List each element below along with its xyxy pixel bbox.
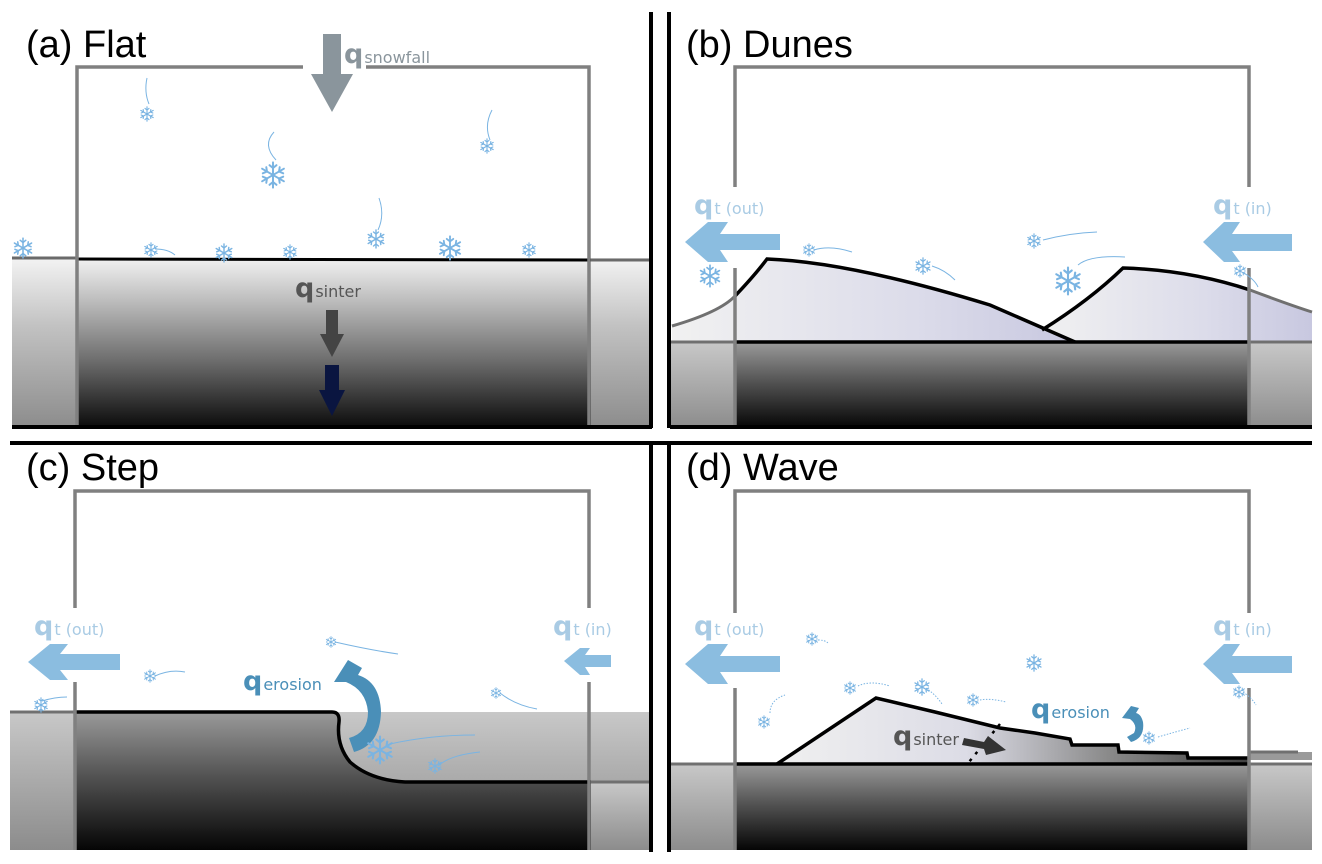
snowflake-icon	[144, 242, 158, 258]
panel-title: (c) Step	[26, 447, 159, 489]
transport-out-label: qt (out)	[694, 611, 764, 642]
snowflake-icon	[1027, 233, 1041, 249]
wave-outline	[776, 696, 1250, 766]
dune-right-outline	[1041, 266, 1251, 332]
sinter-arrow-icon	[962, 736, 1006, 755]
transport-in-arrow-icon	[1203, 644, 1292, 684]
snowflake-icon	[915, 257, 931, 275]
snowflake-icon	[967, 693, 979, 707]
snowflake-icon	[1233, 685, 1245, 699]
snowflake-icon	[140, 106, 154, 122]
panel-title: (a) Flat	[26, 24, 147, 66]
snowflake-icon	[490, 687, 502, 699]
snowflake-icon	[367, 229, 385, 249]
domain-box	[733, 489, 1251, 850]
snowfall-arrow-icon	[311, 34, 353, 112]
transport-out-arrow-icon	[28, 644, 120, 680]
panel-a: (a) Flat qsnowfall qsinter	[12, 12, 653, 429]
snowflake-icon	[480, 138, 494, 154]
transport-out-arrow-icon	[685, 644, 780, 684]
dune-outline-outside	[671, 294, 737, 328]
sinter-label: qsinter	[295, 273, 361, 304]
panel-c: (c) Step qt (out) qt (in) qerosion	[10, 443, 653, 852]
erosion-label: qerosion	[243, 666, 322, 697]
sinter-arrow-icon	[320, 310, 344, 357]
snowflake-icon	[844, 681, 856, 695]
snowflake-icon	[758, 715, 770, 729]
snowflake-icon	[13, 237, 33, 259]
dune-left-outline	[733, 257, 1076, 344]
transport-in-label: qt (in)	[1213, 611, 1272, 642]
snowflake-icon	[144, 669, 156, 683]
snowflake-icon	[325, 636, 337, 648]
transport-in-label: qt (in)	[1213, 190, 1272, 221]
step-surface-line	[75, 710, 591, 784]
snowflake-icon	[1055, 266, 1081, 296]
snowflake-icon	[1143, 731, 1155, 745]
snowflake-trails	[813, 231, 1259, 288]
densification-arrow-icon	[319, 365, 345, 416]
wave-bedform-outside	[1250, 752, 1312, 760]
snowpack	[735, 342, 1250, 428]
snowflake-icon	[438, 235, 462, 261]
snowflake-icon	[261, 161, 285, 189]
domain-box	[733, 65, 1251, 428]
panel-d: (d) Wave qt (out) qt (in) qerosion qsint…	[667, 443, 1312, 852]
snowflake-icon	[283, 244, 297, 260]
snowflake-icon	[803, 243, 815, 257]
transport-out-label: qt (out)	[694, 190, 764, 221]
sinter-label: qsinter	[893, 721, 959, 752]
snowpack-side-right	[591, 782, 652, 850]
snowpack-step	[75, 712, 591, 850]
snow-surface-line	[76, 257, 592, 262]
snowflake-trails	[769, 639, 1257, 738]
snowflake-trails	[145, 77, 493, 256]
snowflake-icon	[1234, 264, 1246, 278]
domain-box	[73, 489, 591, 850]
erosion-label: qerosion	[1031, 694, 1110, 725]
transport-in-arrow-icon	[1203, 222, 1292, 262]
snowflake-icon	[914, 678, 930, 696]
panel-title: (b) Dunes	[686, 24, 853, 66]
domain-box	[75, 65, 591, 428]
panel-title: (d) Wave	[686, 447, 839, 489]
snowfall-label: qsnowfall	[344, 39, 430, 70]
transport-out-arrow-icon	[685, 222, 780, 262]
snowflake-icon	[806, 632, 818, 646]
erosion-curved-arrow-icon	[334, 660, 381, 752]
snowflake-icon	[1026, 654, 1042, 672]
dune-right	[1042, 268, 1312, 342]
snowflake-icon	[522, 242, 536, 258]
transport-in-label: qt (in)	[553, 611, 612, 642]
dune-outline-outside	[1249, 288, 1313, 314]
snowflake-icon	[699, 264, 721, 288]
snowpack	[735, 764, 1250, 850]
panel-b: (b) Dunes qt (out) qt (in)	[667, 12, 1313, 429]
dune-left	[672, 259, 1075, 342]
transport-in-arrow-icon	[564, 648, 611, 675]
erosion-curved-arrow-icon	[1122, 706, 1144, 742]
transport-out-label: qt (out)	[34, 611, 104, 642]
